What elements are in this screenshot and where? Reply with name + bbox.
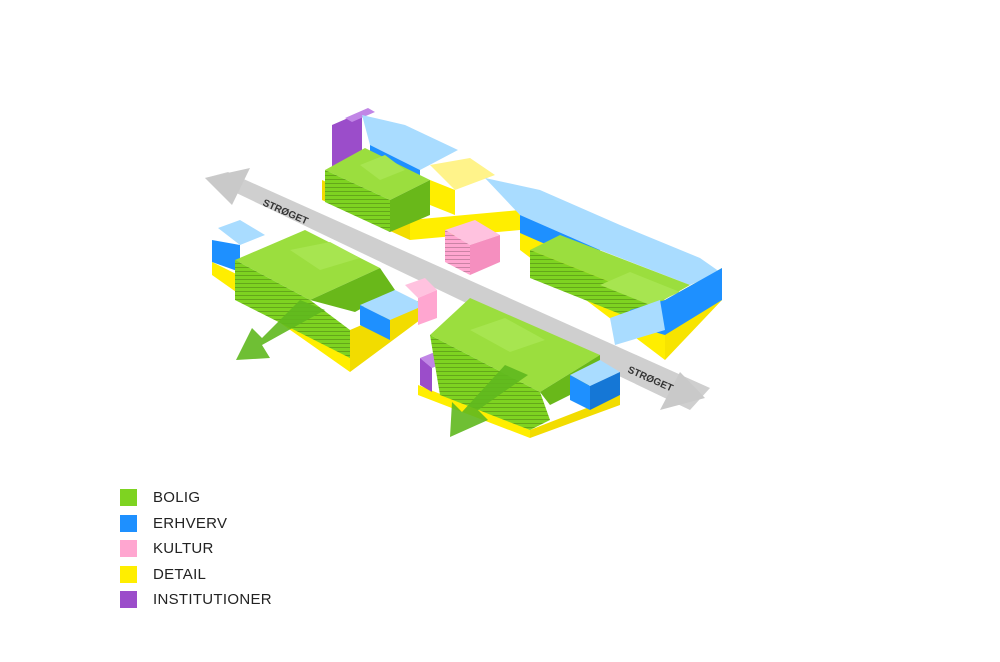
street-arrow-head-right bbox=[660, 372, 705, 410]
legend-swatch-institutioner bbox=[120, 591, 137, 609]
street-arrow-head-left bbox=[205, 168, 250, 205]
green-arrow-south bbox=[450, 365, 528, 437]
legend-item-bolig: BOLIG bbox=[120, 485, 272, 511]
legend-item-detail: DETAIL bbox=[120, 562, 272, 588]
green-arrow-west bbox=[236, 300, 325, 360]
legend-swatch-erhverv bbox=[120, 514, 137, 532]
building-block-west bbox=[212, 220, 437, 372]
legend-swatch-bolig bbox=[120, 489, 137, 507]
legend-item-kultur: KULTUR bbox=[120, 536, 272, 562]
legend-label-institutioner: INSTITUTIONER bbox=[153, 591, 272, 609]
building-block-south bbox=[418, 298, 620, 438]
legend-swatch-detail bbox=[120, 565, 137, 583]
building-block-north bbox=[322, 108, 722, 360]
legend-label-detail: DETAIL bbox=[153, 565, 207, 583]
legend-item-erhverv: ERHVERV bbox=[120, 511, 272, 537]
legend-label-kultur: KULTUR bbox=[153, 540, 214, 558]
legend-label-erhverv: ERHVERV bbox=[153, 514, 228, 532]
legend-swatch-kultur bbox=[120, 540, 137, 558]
legend-label-bolig: BOLIG bbox=[153, 489, 201, 507]
legend-item-institutioner: INSTITUTIONER bbox=[120, 587, 272, 613]
legend: BOLIG ERHVERV KULTUR DETAIL INSTITUTIONE… bbox=[120, 485, 272, 613]
